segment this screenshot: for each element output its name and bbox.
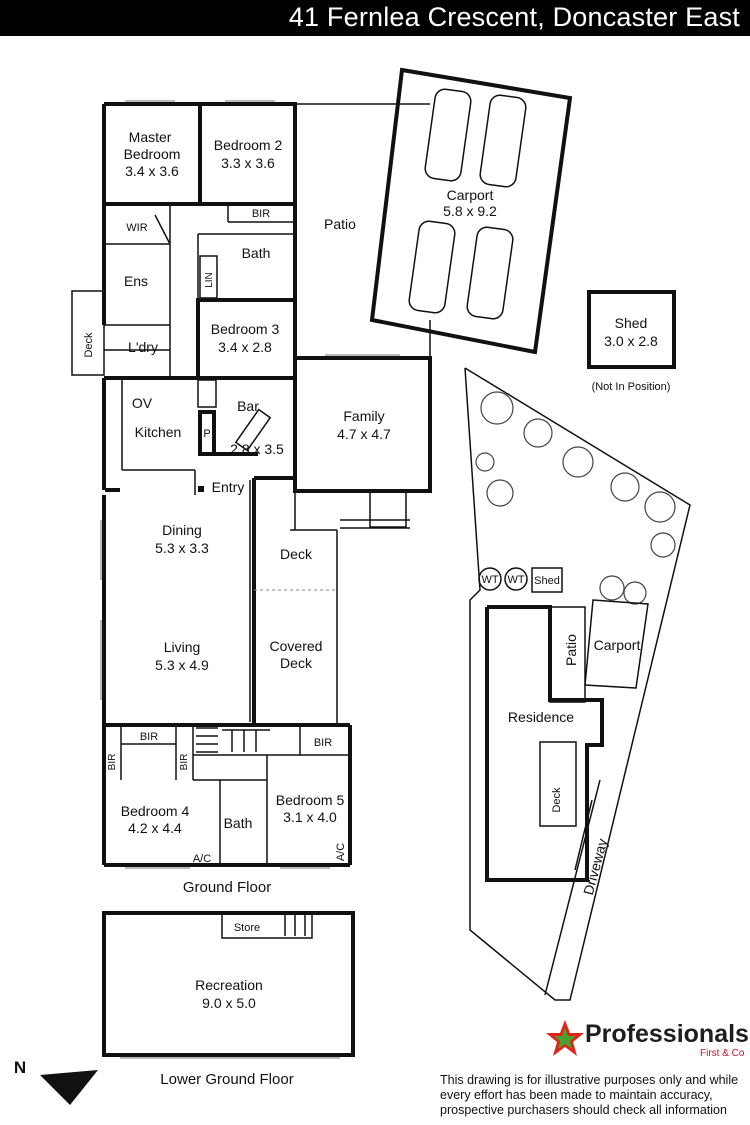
master-bedroom-name-line2: Bedroom xyxy=(124,146,181,162)
wir-label: WIR xyxy=(126,222,147,234)
bedroom2-name: Bedroom 2 xyxy=(214,137,283,153)
shed-outline xyxy=(587,290,676,369)
bedroom3-size: 3.4 x 2.8 xyxy=(218,339,272,355)
bedroom4-size: 4.2 x 4.4 xyxy=(128,820,182,836)
kitchen-label: Kitchen xyxy=(135,424,182,440)
logo-brand: Professionals xyxy=(585,1020,749,1048)
bath-label-lower: Bath xyxy=(224,815,253,831)
carport-size: 5.8 x 9.2 xyxy=(443,203,497,219)
linen-label: LIN xyxy=(204,272,215,288)
oven-label: OV xyxy=(132,395,153,411)
bedroom4-name: Bedroom 4 xyxy=(121,803,190,819)
carport-outline xyxy=(295,67,573,358)
bedroom2-size: 3.3 x 3.6 xyxy=(221,155,275,171)
disclaimer-text: This drawing is for illustrative purpose… xyxy=(440,1073,739,1117)
bir-label-bed4-right: BIR xyxy=(179,754,190,771)
master-bedroom-name-line1: Master xyxy=(129,129,172,145)
shed-note: (Not In Position) xyxy=(592,381,671,393)
deck-left-label: Deck xyxy=(83,332,95,358)
covered-deck-line1: Covered xyxy=(270,638,323,654)
wt-label-1: WT xyxy=(481,574,498,586)
master-bedroom-label: Master Bedroom xyxy=(124,129,181,162)
entry-marker-icon xyxy=(198,486,204,492)
header-banner: 41 Fernlea Crescent, Doncaster East xyxy=(0,0,750,36)
bir-label-bed4-left: BIR xyxy=(107,754,118,771)
site-plan xyxy=(464,367,691,1001)
property-address: 41 Fernlea Crescent, Doncaster East xyxy=(288,2,740,32)
ground-floor-title: Ground Floor xyxy=(183,879,271,896)
ensuite-label: Ens xyxy=(124,273,148,289)
patio-label: Patio xyxy=(324,216,356,232)
recreation-size: 9.0 x 5.0 xyxy=(202,995,256,1011)
ac-label-bed4: A/C xyxy=(193,853,211,865)
pantry-label: P xyxy=(203,428,210,440)
north-label: N xyxy=(14,1058,26,1077)
logo-sub: First & Co xyxy=(700,1048,745,1059)
family-name: Family xyxy=(343,408,384,424)
site-carport-label: Carport xyxy=(594,637,641,653)
bar-name: Bar xyxy=(237,398,259,414)
north-arrow-icon xyxy=(40,1070,98,1105)
bar-size: 2.8 x 3.5 xyxy=(230,441,284,457)
bedroom5-name: Bedroom 5 xyxy=(276,792,345,808)
dining-size: 5.3 x 3.3 xyxy=(155,540,209,556)
ground-floor-walls xyxy=(71,100,432,869)
store-label: Store xyxy=(234,922,260,934)
master-bedroom-size: 3.4 x 3.6 xyxy=(125,163,179,179)
shed-name: Shed xyxy=(615,315,648,331)
shed-size: 3.0 x 2.8 xyxy=(604,333,658,349)
deck-label: Deck xyxy=(280,546,313,562)
site-deck-label: Deck xyxy=(551,787,563,813)
professionals-logo: Professionals First & Co xyxy=(545,1018,749,1059)
bir-label-top: BIR xyxy=(252,208,270,220)
site-shed-label: Shed xyxy=(534,575,560,587)
living-size: 5.3 x 4.9 xyxy=(155,657,209,673)
site-driveway-label: Driveway xyxy=(580,837,610,897)
entry-label: Entry xyxy=(212,479,245,495)
bir-label-bed4: BIR xyxy=(140,731,158,743)
laundry-label: L'dry xyxy=(128,339,158,355)
star-logo-icon xyxy=(546,1020,584,1056)
bedroom3-name: Bedroom 3 xyxy=(211,321,280,337)
covered-deck-line2: Deck xyxy=(280,655,313,671)
bedroom5-size: 3.1 x 4.0 xyxy=(283,809,337,825)
lower-floor-title: Lower Ground Floor xyxy=(160,1071,293,1088)
bath-label-top: Bath xyxy=(242,245,271,261)
wt-label-2: WT xyxy=(507,574,524,586)
carport-name: Carport xyxy=(447,187,494,203)
recreation-name: Recreation xyxy=(195,977,263,993)
site-residence-label: Residence xyxy=(508,709,574,725)
dining-name: Dining xyxy=(162,522,202,538)
ac-label-bed5: A/C xyxy=(335,843,347,861)
family-size: 4.7 x 4.7 xyxy=(337,426,391,442)
lower-floor-walls xyxy=(102,911,355,1059)
bir-label-bed5: BIR xyxy=(314,737,332,749)
site-patio-label: Patio xyxy=(563,634,579,666)
living-name: Living xyxy=(164,639,201,655)
